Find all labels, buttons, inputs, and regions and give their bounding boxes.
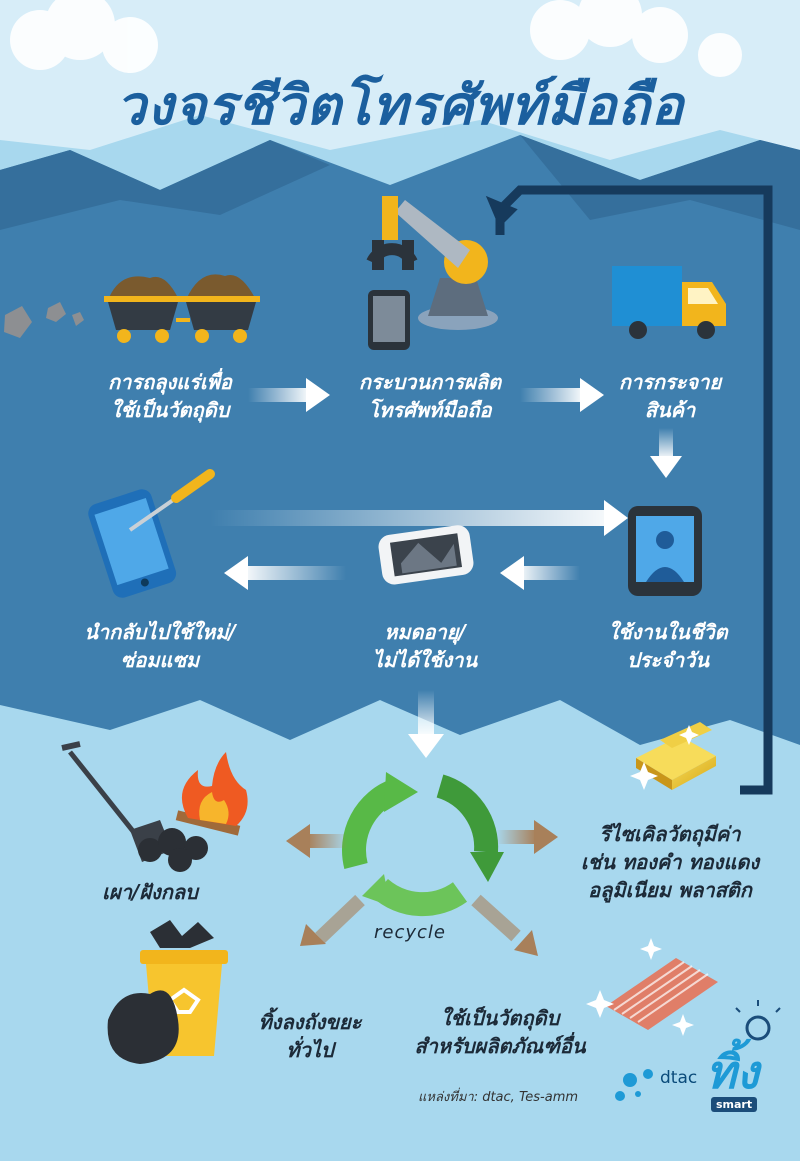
phone-user-icon: [628, 506, 702, 596]
recycle-icon: [342, 772, 504, 917]
flow-arrow: [408, 690, 444, 758]
dtac-logo-icon: [615, 1069, 653, 1101]
outcome-arrow: [496, 820, 558, 854]
trash-bin-icon: [107, 920, 228, 1064]
source-credit: แหล่งที่มา: dtac, Tes-amm: [418, 1090, 579, 1105]
gold-bar-icon: [630, 722, 716, 790]
flow-arrow: [500, 556, 580, 590]
stage-expired-label: หมดอายุ/ ไม่ได้ใช้งาน: [372, 620, 478, 672]
stage-reuse-label: นำกลับไปใช้ใหม่/ ซ่อมแซม: [84, 620, 236, 672]
stage-daily-use-label: ใช้งานในชีวิต ประจำวัน: [608, 620, 728, 672]
mining-cart-icon: [104, 274, 260, 343]
flow-arrow: [248, 378, 330, 412]
stage-distribution-label: การกระจาย สินค้า: [618, 370, 722, 422]
ore-rocks-icon: [4, 302, 84, 338]
page-title: วงจรชีวิตโทรศัพท์มือถือ: [115, 74, 685, 137]
flow-arrow: [520, 378, 604, 412]
delivery-truck-icon: [612, 266, 726, 339]
stage-production-label: กระบวนการผลิต โทรศัพท์มือถือ: [358, 370, 502, 422]
stage-mining-label: การถลุงแร่เพื่อ ใช้เป็นวัตถุดิบ: [108, 370, 232, 422]
lightbulb-icon: [735, 1000, 781, 1041]
brand-smart-badge: smart: [711, 1097, 758, 1112]
outcome-general-bin-label: ทิ้งลงถังขยะ ทั่วไป: [258, 1010, 362, 1062]
shovel-fire-icon: [61, 741, 248, 872]
recycle-label: recycle: [374, 922, 446, 943]
cloud-icon: [10, 0, 742, 77]
flow-arrow: [210, 500, 628, 536]
flow-arrow: [224, 556, 346, 590]
outcome-arrow: [286, 824, 348, 858]
outcome-arrow: [471, 894, 538, 956]
robot-arm-icon: [366, 196, 498, 330]
outcome-arrow: [300, 894, 365, 946]
outcome-raw-material-label: ใช้เป็นวัตถุดิบ สำหรับผลิตภัณฑ์อื่น: [414, 1006, 586, 1058]
corrugated-sheet-icon: [586, 938, 718, 1036]
repair-phone-icon: [88, 469, 215, 598]
broken-phone-icon: [378, 525, 474, 585]
flow-arrow: [650, 428, 682, 478]
brand-dtac: dtac: [660, 1068, 698, 1088]
outcome-recycle-valuable-label: รีไซเคิลวัตถุมีค่า เช่น ทองคำ ทองแดง อลู…: [580, 822, 760, 902]
brand-tham-logo: ทิ้ง: [706, 1045, 759, 1099]
outcome-burn-bury-label: เผา/ฝังกลบ: [102, 880, 198, 904]
phone-icon: [368, 290, 410, 350]
